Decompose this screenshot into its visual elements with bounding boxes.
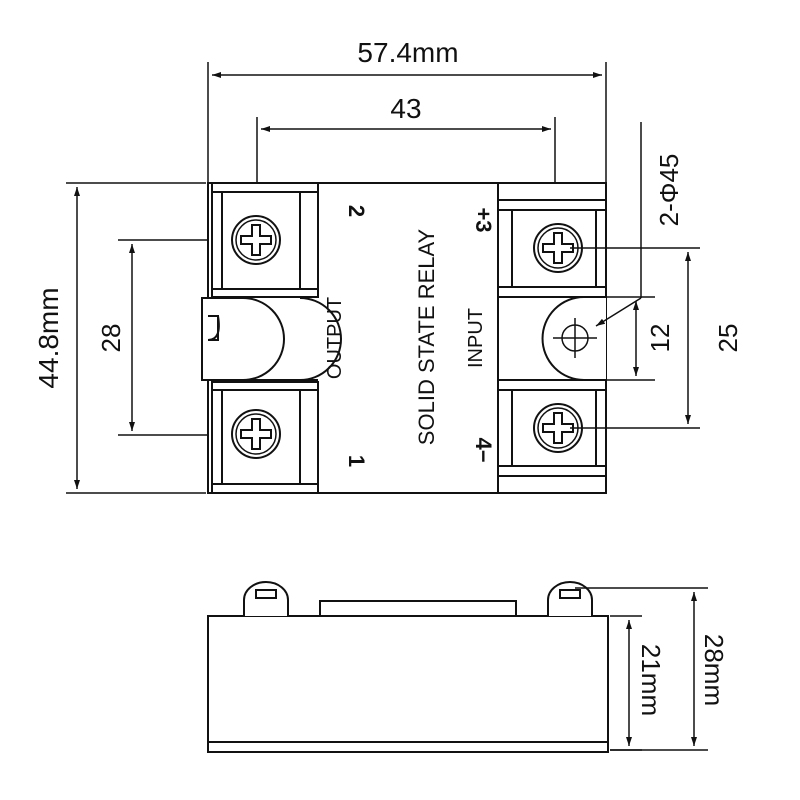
total-height-dimension bbox=[575, 587, 708, 751]
output-span-label: 28 bbox=[96, 324, 126, 353]
height-label: 44.8mm bbox=[33, 287, 64, 388]
body-height-label: 21mm bbox=[636, 644, 666, 716]
hole-callout-label: 2-Φ45 bbox=[654, 154, 684, 227]
slot-dimension bbox=[584, 296, 655, 381]
input-span-label: 25 bbox=[713, 324, 743, 353]
input-span-dimension bbox=[570, 247, 700, 429]
terminal-2-label: 2 bbox=[344, 205, 369, 217]
terminal-4-label: 4− bbox=[471, 437, 496, 462]
width-dimension bbox=[207, 62, 607, 183]
relay-label: SOLID STATE RELAY bbox=[414, 228, 439, 445]
hole-span-label: 43 bbox=[390, 93, 421, 124]
output-terminal-block bbox=[211, 182, 342, 494]
side-body bbox=[207, 581, 609, 753]
width-label: 57.4mm bbox=[357, 37, 458, 68]
output-screw-1 bbox=[231, 409, 281, 459]
mounting-hole bbox=[553, 318, 597, 358]
input-label: INPUT bbox=[465, 308, 487, 368]
terminal-1-label: 1 bbox=[344, 455, 369, 467]
output-screw-2 bbox=[231, 215, 281, 265]
terminal-3-label: +3 bbox=[471, 207, 496, 232]
output-label: OUTPUT bbox=[324, 297, 346, 379]
top-view: 57.4mm 43 44.8mm 28 bbox=[33, 37, 743, 494]
height-dimension bbox=[66, 182, 206, 494]
side-view: 21mm 28mm bbox=[207, 581, 729, 753]
total-height-label: 28mm bbox=[699, 634, 729, 706]
slot-label: 12 bbox=[645, 324, 675, 353]
